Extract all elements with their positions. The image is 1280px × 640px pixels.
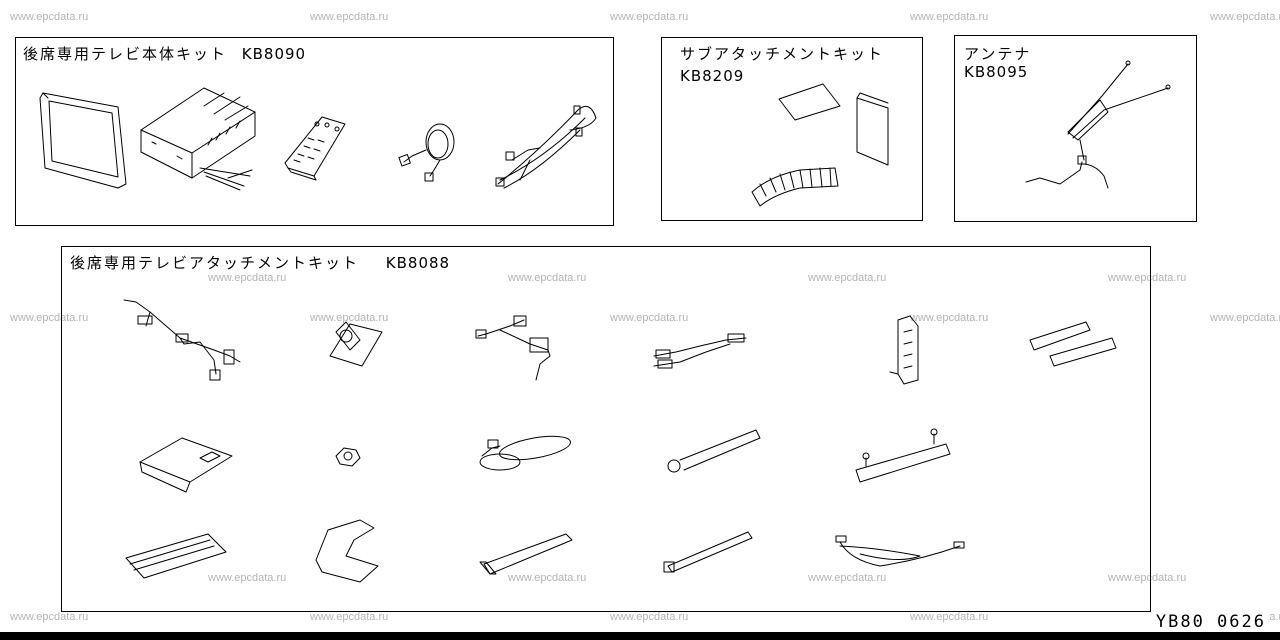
kit-name: 後席専用テレビ本体キット [23, 45, 228, 63]
watermark: www.epcdata.ru [10, 611, 89, 623]
watermark: www.epcdata.ru [910, 611, 989, 623]
protector-strip-part [479, 533, 573, 575]
kit-title-tv-attachment: 後席専用テレビアタッチメントキット KB8088 [70, 254, 450, 273]
kit-title-sub-attachment: サブアタッチメントキット KB8209 [680, 45, 884, 86]
watermark: www.epcdata.ru [610, 312, 689, 324]
watermark: www.epcdata.ru [610, 611, 689, 623]
kit-name: サブアタッチメントキット [680, 45, 885, 63]
kit-title-antenna: アンテナ KB8095 [964, 45, 1031, 82]
kit-part-number: KB8209 [680, 66, 745, 85]
rca-cable-part [653, 333, 747, 369]
harness-b-part [475, 315, 551, 381]
watermark: www.epcdata.ru [1108, 272, 1187, 284]
plate-bracket-part [139, 437, 233, 493]
watermark: www.epcdata.ru [508, 272, 587, 284]
kit-part-number: KB8090 [241, 45, 307, 63]
rail-bracket-part [855, 428, 951, 483]
nut-part [335, 447, 361, 467]
mounting-bracket-part [889, 315, 919, 385]
corrugated-tube-part [751, 167, 839, 207]
pad-sheet-part [125, 533, 227, 579]
watermark: www.epcdata.ru [310, 11, 389, 23]
coaxial-cable-part [479, 435, 571, 471]
antenna-part [1025, 60, 1171, 189]
kit-name: 後席専用テレビアタッチメントキット [70, 254, 360, 272]
page-reference: YB80 0626 [1151, 612, 1270, 632]
kit-box-sub-attachment [661, 37, 923, 221]
tv-monitor-part [39, 92, 127, 189]
small-tie-part [663, 531, 753, 573]
cable-tie-part [667, 429, 761, 473]
watermark: www.epcdata.ru [1108, 572, 1187, 584]
instruction-sheet-part [778, 83, 841, 121]
remote-control-part [284, 116, 346, 181]
cable-coil-part [398, 123, 455, 182]
watermark: www.epcdata.ru [1210, 11, 1280, 23]
long-cable-part [835, 535, 965, 567]
kit-part-number: KB8095 [964, 62, 1029, 81]
tuner-unit-part [140, 87, 256, 191]
watermark: www.epcdata.ru [808, 572, 887, 584]
watermark: www.epcdata.ru [1210, 312, 1280, 324]
kit-box-antenna [954, 35, 1197, 222]
watermark: www.epcdata.ru [10, 11, 89, 23]
manual-booklet-part [856, 92, 889, 166]
kit-name: アンテナ [964, 45, 1032, 63]
harness-a-part [123, 299, 241, 381]
watermark: www.epcdata.ru [208, 572, 287, 584]
watermark: www.epcdata.ru [610, 11, 689, 23]
watermark: www.epcdata.ru [10, 312, 89, 324]
kit-part-number: KB8088 [385, 254, 451, 272]
watermark: www.epcdata.ru [310, 611, 389, 623]
wire-harness-part [495, 105, 597, 189]
watermark: www.epcdata.ru [508, 572, 587, 584]
bracket-clip-part [329, 321, 383, 367]
clamp-part [315, 519, 379, 583]
bottom-border [0, 632, 1280, 640]
watermark: www.epcdata.ru [310, 312, 389, 324]
kit-title-tv-unit: 後席専用テレビ本体キット KB8090 [23, 45, 306, 64]
watermark: www.epcdata.ru [808, 272, 887, 284]
foam-pad-part [1029, 321, 1117, 367]
kit-box-tv-unit [15, 37, 614, 226]
watermark: www.epcdata.ru [910, 312, 989, 324]
watermark: www.epcdata.ru [910, 11, 989, 23]
watermark: www.epcdata.ru [208, 272, 287, 284]
kit-box-tv-attachment [61, 246, 1151, 612]
